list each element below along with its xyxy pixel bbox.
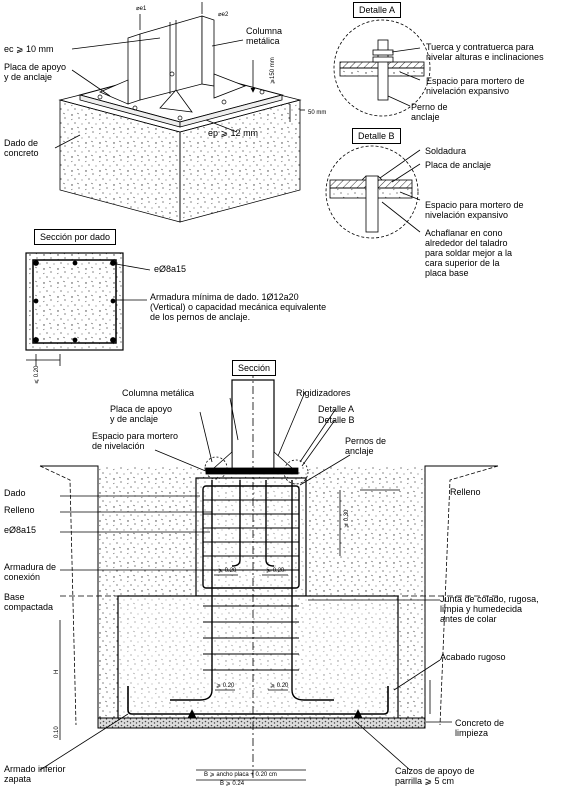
iso-phi1-label: ⌀e1 [136,6,147,12]
sec-detalle-a-label: Detalle A [318,404,355,414]
dado-section-drawing [25,252,151,366]
sec-dim-h-label: H [54,669,60,674]
sec-rigidizadores-label: Rigidizadores [296,388,351,398]
detail-a-drawing [333,19,431,117]
sec-dim-ancho-label: B ⩾ ancho placa + 0.20 cm [204,772,277,778]
detail-b-soldadura-label: Soldadura [425,146,467,156]
sec-dado-label: Dado [4,488,26,498]
sec-dim-020d-label: ⩾ 0.20 [270,683,289,689]
sec-dim-020b-label: ⩾ 0.20 [266,568,285,574]
sec-dim-020a-label: ⩾ 0.20 [218,568,237,574]
sec-relleno-left-label: Relleno [4,505,35,515]
iso-ec-label: ec ⩾ 10 mm [4,44,54,54]
sec-acabado-label: Acabado rugoso [440,652,506,662]
dado-section-title: Sección por dado [34,229,117,245]
sec-junta-label: Junta de colado, rugosa,limpia y humedec… [440,594,539,624]
sec-dim-020c-label: ⩾ 0.20 [216,683,235,689]
iso-view [54,2,305,223]
dado-dim-label: ⩽ 0.20 [34,365,40,384]
main-section-drawing [39,370,500,781]
sec-dim-b024-label: B ⩾ 0.24 [220,781,245,787]
iso-dim50-label: 50 mm [308,110,327,116]
detail-b-drawing [325,145,421,239]
iso-ep-label: ep ⩾ 12 mm [208,128,259,138]
sec-relleno-right-label: Relleno [450,487,481,497]
dado-armadura-label: Armadura mínima de dado. 1Ø12a20(Vertica… [150,292,327,322]
sec-dim-030-label: ⩾ 0.30 [344,509,350,528]
detail-b-title: Detalle B [352,128,401,144]
sec-estribo-label: eØ8a15 [4,525,37,535]
sec-columna-label: Columna metálica [122,388,195,398]
iso-phi2-label: ⌀e2 [218,12,229,18]
sec-dim-010-label: 0.10 [54,726,60,738]
sec-detalle-b-label: Detalle B [318,415,355,425]
detail-b-placa-label: Placa de anclaje [425,160,492,170]
detail-a-title: Detalle A [353,2,402,18]
iso-dim150-label: ⩾150 mm [270,57,276,84]
dado-estribo-label: eØ8a15 [154,264,187,274]
main-section-title: Sección [232,360,277,376]
